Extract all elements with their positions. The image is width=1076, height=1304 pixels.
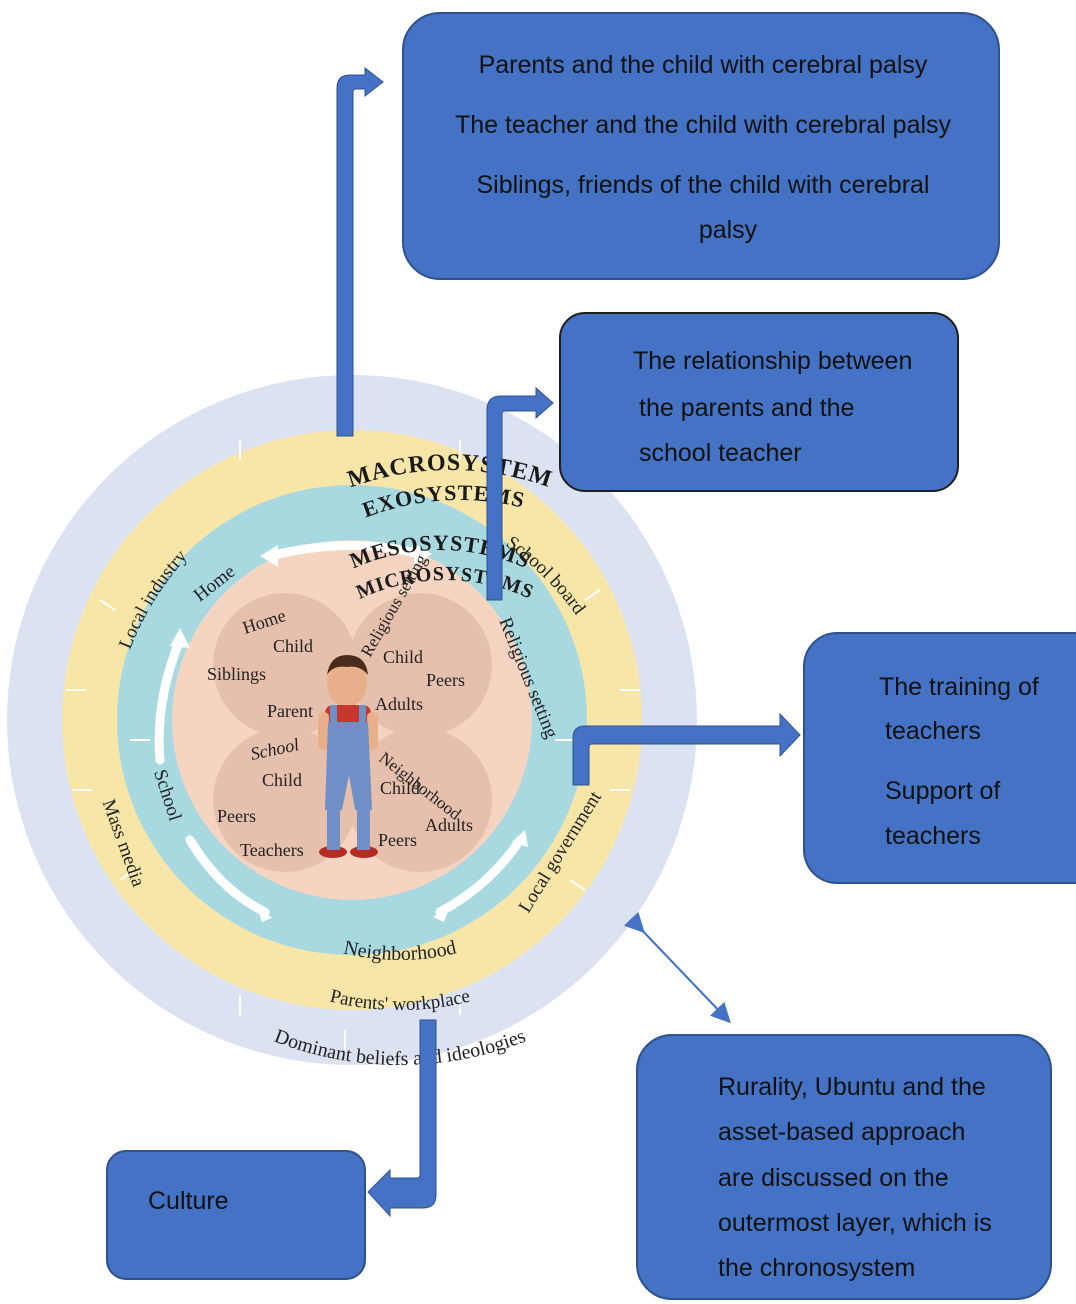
micro-home-child: Child — [273, 636, 313, 656]
exo-callout-box: The training of teachers Support of teac… — [803, 632, 1076, 884]
arrow-to-micro-box — [336, 66, 384, 437]
meso-callout-line3: school teacher — [639, 439, 802, 467]
chrono-callout-box: Rurality, Ubuntu and the asset-based app… — [636, 1034, 1052, 1300]
micro-callout-line1: Parents and the child with cerebral pals… — [478, 51, 928, 79]
micro-school-teachers: Teachers — [240, 840, 304, 860]
meso-white-arrowheads — [170, 543, 528, 922]
arrow-to-exo-box — [572, 712, 801, 786]
chrono-callout-line2: asset-based approach — [718, 1118, 966, 1146]
chrono-callout-line5: the chronosystem — [718, 1254, 916, 1282]
micro-religious-child: Child — [383, 647, 423, 667]
micro-callout-line3: Siblings, friends of the child with cere… — [476, 171, 930, 199]
exo-callout-line4: teachers — [885, 822, 981, 850]
micro-school-child: Child — [262, 770, 302, 790]
micro-callout-box: Parents and the child with cerebral pals… — [402, 12, 1000, 280]
culture-callout-line1: Culture — [148, 1187, 229, 1215]
connector-arrows — [336, 66, 801, 1218]
micro-school-peers: Peers — [217, 806, 256, 826]
micro-bubble-religious — [348, 593, 492, 737]
chrono-callout-line1: Rurality, Ubuntu and the — [718, 1073, 986, 1101]
ring-tick-arrows — [66, 440, 640, 1050]
exo-callout-line1: The training of — [879, 673, 1039, 701]
child-figure-illustration — [318, 655, 378, 858]
micro-home-parent: Parent — [267, 701, 313, 721]
micro-religious-peers: Peers — [426, 670, 465, 690]
chrono-callout-line4: outermost layer, which is — [718, 1209, 992, 1237]
culture-callout-box: Culture — [106, 1150, 366, 1280]
micro-bubble-home — [213, 593, 357, 737]
arrow-to-meso-box — [486, 386, 554, 601]
arrow-to-chrono-box — [623, 911, 731, 1024]
meso-callout-line2: the parents and the — [639, 394, 855, 422]
exo-callout-line3: Support of — [885, 777, 1001, 805]
micro-callout-line4: palsy — [698, 216, 758, 244]
arrow-to-culture-box — [367, 1019, 437, 1218]
exo-callout-line2: teachers — [885, 717, 981, 745]
micro-religious-adults: Adults — [375, 694, 423, 714]
micro-home-siblings: Siblings — [207, 664, 266, 684]
meso-callout-box: The relationship between the parents and… — [559, 312, 959, 492]
micro-neighborhood-peers: Peers — [378, 830, 417, 850]
micro-neighborhood-child: Child — [380, 778, 420, 798]
meso-white-arrows — [154, 540, 525, 917]
micro-callout-line2: The teacher and the child with cerebral … — [454, 111, 952, 139]
meso-callout-line1: The relationship between — [633, 347, 913, 375]
micro-bubble-neighborhood — [348, 728, 492, 872]
chrono-callout-line3: are discussed on the — [718, 1164, 949, 1192]
micro-bubble-school — [213, 728, 357, 872]
micro-neighborhood-adults: Adults — [425, 815, 473, 835]
